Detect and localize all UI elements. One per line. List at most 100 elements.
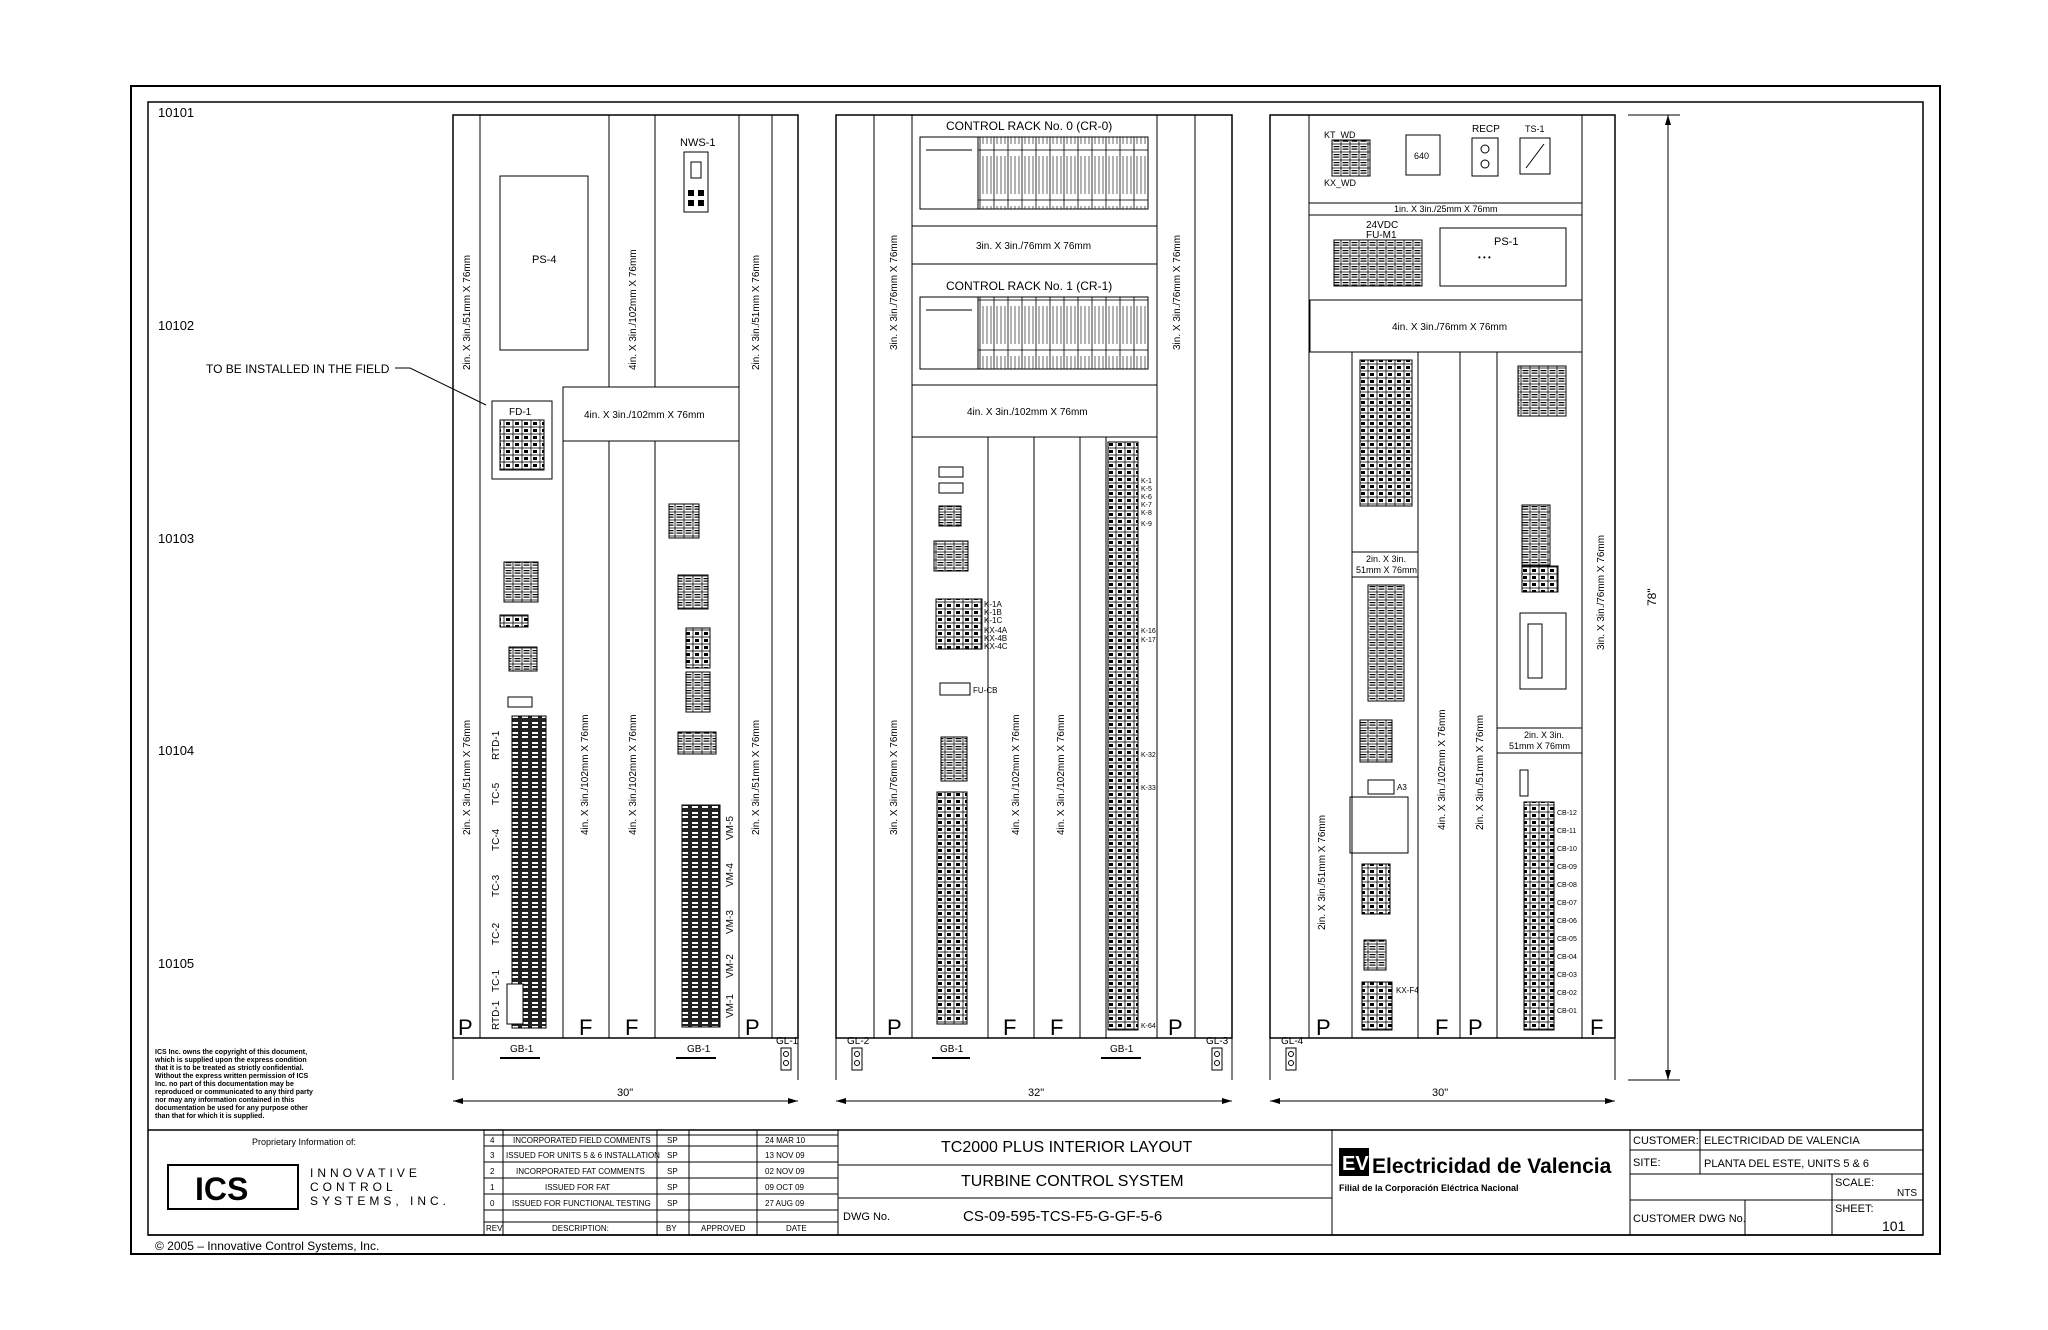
- drawing-label: K-7: [1141, 502, 1152, 509]
- duct-label: 2in. X 3in./51mm X 76mm: [751, 255, 762, 370]
- svg-text:EV: EV: [1342, 1153, 1369, 1175]
- tc-label: TC-4: [491, 828, 502, 851]
- drawing-label: CB-03: [1557, 972, 1577, 979]
- nws1-device: [683, 151, 709, 213]
- kt-wd-label: KT_WD: [1324, 130, 1356, 140]
- vdc-label: 24VDC: [1366, 220, 1398, 231]
- drawing-label: CB-12: [1557, 810, 1577, 817]
- drawing-label: ICS Inc. owns the copyright of this docu…: [155, 1049, 307, 1056]
- drawing-label: SCALE:: [1835, 1177, 1874, 1189]
- drawing-label: KX-F4: [1396, 986, 1419, 995]
- tc-label: TC-1: [491, 969, 502, 992]
- gb1-label: GB-1: [1110, 1044, 1134, 1055]
- drawing-label: K-9: [1141, 521, 1152, 528]
- drawing-label: K-8: [1141, 510, 1152, 517]
- tc-terminal-block: [511, 715, 547, 1029]
- tc-label: RTD-1: [491, 730, 502, 760]
- tc-label: TC-3: [491, 874, 502, 897]
- duct-label: 2in. X 3in./51mm X 76mm: [462, 720, 473, 835]
- drawing-label: CB-05: [1557, 936, 1577, 943]
- outer-frame: [130, 85, 1941, 1255]
- drawing-label: CB-02: [1557, 990, 1577, 997]
- gl3-label: GL-3: [1206, 1036, 1229, 1047]
- duct-label: 3in. X 3in./76mm X 76mm: [976, 241, 1091, 252]
- drawing-label: K-64: [1141, 1023, 1156, 1030]
- drawing-subtitle: TURBINE CONTROL SYSTEM: [961, 1173, 1184, 1190]
- cr1-label: CONTROL RACK No. 1 (CR-1): [946, 279, 1112, 293]
- duct-label: 4in. X 3in./102mm X 76mm: [967, 407, 1088, 418]
- duct-label: 4in. X 3in./102mm X 76mm: [1011, 714, 1022, 835]
- duct-label: 3in. X 3in./76mm X 76mm: [889, 720, 900, 835]
- drawing-label: K-1: [1141, 478, 1152, 485]
- height-dim: 78": [1645, 588, 1659, 606]
- fd1-device: [491, 400, 553, 480]
- customer-name: ELECTRICIDAD DE VALENCIA: [1704, 1135, 1860, 1147]
- duct-label: 4in. X 3in./102mm X 76mm: [628, 249, 639, 370]
- vm-label: VM-5: [725, 816, 736, 840]
- panel-mark: P: [1468, 1015, 1483, 1040]
- row-marker: 10105: [158, 956, 194, 971]
- ps4-label: PS-4: [532, 254, 556, 266]
- vm-label: VM-2: [725, 954, 736, 978]
- gl1-label: GL-1: [776, 1036, 799, 1047]
- duct-label: 2in. X 3in./51mm X 76mm: [751, 720, 762, 835]
- sheet-number: 101: [1882, 1218, 1906, 1234]
- field-note: TO BE INSTALLED IN THE FIELD: [206, 362, 390, 376]
- drawing-label: than that for which it is supplied.: [155, 1113, 264, 1120]
- drawing-label: 51mm X 76mm: [1356, 565, 1417, 575]
- row-marker: 10103: [158, 531, 194, 546]
- drawing-label: DATE: [786, 1224, 807, 1233]
- d640-label: 640: [1414, 151, 1429, 161]
- middle-panel: CONTROL RACK No. 0 (CR-0) 3in. X 3in./76…: [835, 114, 1233, 1104]
- drawing-label: which is supplied upon the express condi…: [154, 1057, 307, 1064]
- drawing-label: SP: [667, 1183, 678, 1192]
- drawing-label: K-33: [1141, 785, 1156, 792]
- gb1-label: GB-1: [510, 1044, 534, 1055]
- drawing-label: K-17: [1141, 637, 1156, 644]
- duct-label: 4in. X 3in./102mm X 76mm: [580, 714, 591, 835]
- nws1-label: NWS-1: [680, 137, 715, 149]
- drawing-label: KX-4B: [984, 634, 1007, 643]
- ps1-label: PS-1: [1494, 236, 1518, 248]
- drawing-label: INCORPORATED FIELD COMMENTS: [513, 1136, 651, 1145]
- panel-mark: P: [458, 1015, 473, 1040]
- drawing-label: SITE:: [1633, 1157, 1661, 1169]
- drawing-label: KX-4C: [984, 642, 1008, 651]
- drawing-label: 2in. X 3in.: [1524, 730, 1564, 740]
- duct-label: 4in. X 3in./102mm X 76mm: [584, 410, 705, 421]
- drawing-label: ISSUED FOR UNITS 5 & 6 INSTALLATION: [506, 1151, 660, 1160]
- drawing-label: 02 NOV 09: [765, 1167, 805, 1176]
- drawing-label: CUSTOMER:: [1633, 1135, 1699, 1147]
- drawing-label: ISSUED FOR FUNCTIONAL TESTING: [512, 1199, 651, 1208]
- fd1-label: FD-1: [509, 407, 532, 418]
- kx-wd-label: KX_WD: [1324, 178, 1357, 188]
- drawing-label: A3: [1397, 783, 1407, 792]
- vm-label: VM-4: [725, 863, 736, 887]
- drawing-label: 13 NOV 09: [765, 1151, 805, 1160]
- title-block: Proprietary Information of: ICS INNOVATI…: [148, 1129, 1923, 1236]
- drawing-label: • • •: [1478, 253, 1491, 262]
- scale-value: NTS: [1897, 1188, 1917, 1199]
- drawing-label: REV: [486, 1224, 503, 1233]
- panel-mark: F: [1435, 1015, 1448, 1040]
- left-panel: 4in. X 3in./102mm X 76mm 2in. X 3in./51m…: [452, 114, 799, 1104]
- duct-label: 1in. X 3in./25mm X 76mm: [1394, 204, 1498, 214]
- client-logo: Electricidad de Valencia: [1372, 1155, 1612, 1178]
- drawing-label: SYSTEMS, INC.: [310, 1194, 450, 1208]
- drawing-title: TC2000 PLUS INTERIOR LAYOUT: [941, 1139, 1193, 1156]
- drawing-label: that it is to be treated as strictly con…: [155, 1065, 304, 1072]
- copyright-note: ICS Inc. owns the copyright of this docu…: [154, 1049, 313, 1120]
- left-width-dim: 30": [617, 1087, 633, 1099]
- drawing-label: Inc. no part of this documentation may b…: [155, 1081, 294, 1088]
- drawing-label: K-1B: [984, 608, 1002, 617]
- middle-width-dim: 32": [1028, 1087, 1044, 1099]
- drawing-label: 09 OCT 09: [765, 1183, 805, 1192]
- ps4-power-supply: [499, 175, 589, 351]
- drawing-label: SP: [667, 1151, 678, 1160]
- ps1-power-supply: [1439, 227, 1567, 287]
- vm-label: VM-1: [725, 994, 736, 1018]
- drawing-label: K-1C: [984, 616, 1002, 625]
- panel-mark: F: [1050, 1015, 1063, 1040]
- gl2-label: GL-2: [847, 1036, 870, 1047]
